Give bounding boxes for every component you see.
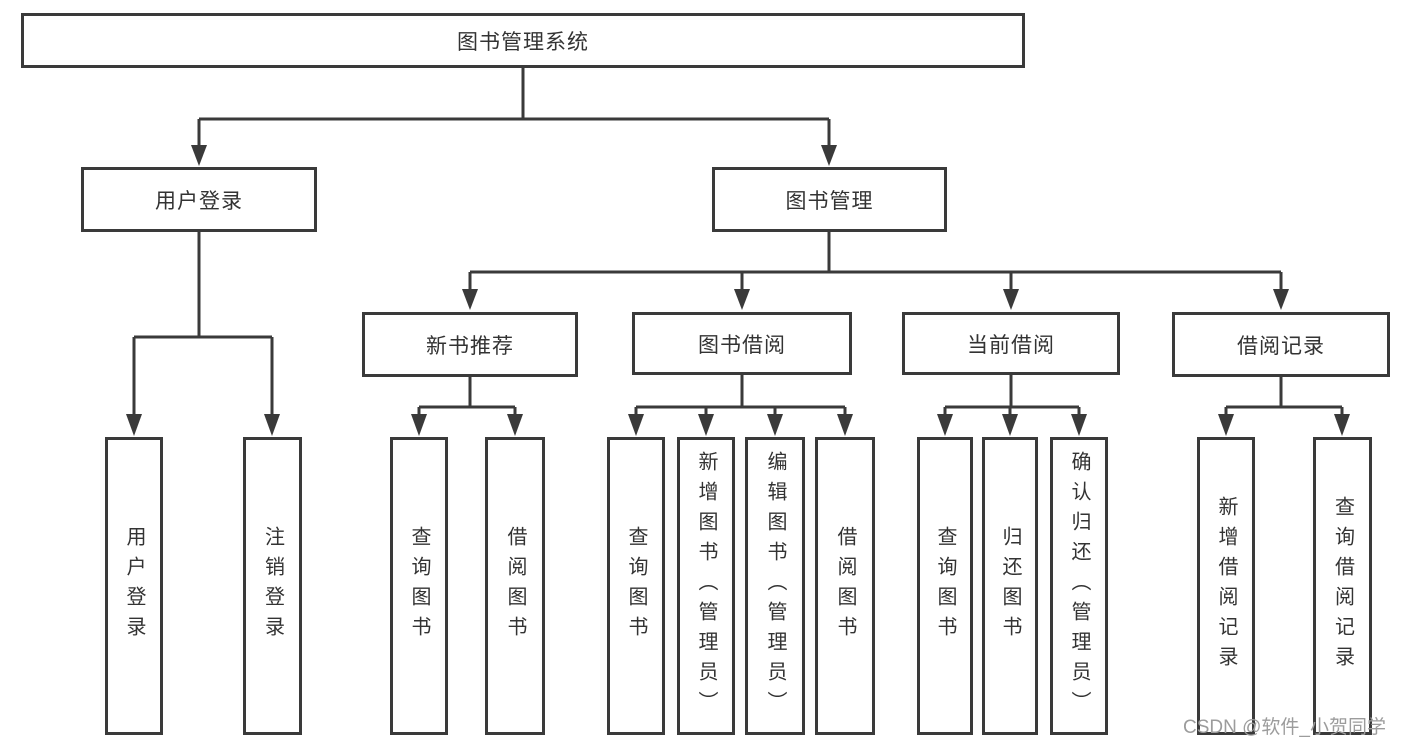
leaf-record-add-record: 新增借阅记录 xyxy=(1197,437,1255,735)
leaf-current-query-book: 查询图书 xyxy=(917,437,973,735)
leaf-logout: 注销登录 xyxy=(243,437,302,735)
leaf-current-confirm-return-admin: 确认归还（管理员） xyxy=(1050,437,1108,735)
leaf-label: 确认归还（管理员） xyxy=(1068,451,1090,721)
leaf-label: 用户登录 xyxy=(123,526,145,646)
leaf-label: 注销登录 xyxy=(261,526,284,646)
leaf-label: 查询图书 xyxy=(934,526,956,646)
node-borrow-record: 借阅记录 xyxy=(1172,312,1390,377)
leaf-borrow-query-book: 查询图书 xyxy=(607,437,665,735)
leaf-borrow-edit-book-admin: 编辑图书（管理员） xyxy=(745,437,805,735)
leaf-label: 借阅图书 xyxy=(834,526,856,646)
connector-current-borrow-children xyxy=(937,375,1087,436)
node-new-book-rec: 新书推荐 xyxy=(362,312,578,377)
leaf-rec-borrow-book: 借阅图书 xyxy=(485,437,545,735)
leaf-label: 新增借阅记录 xyxy=(1215,496,1237,676)
leaf-label: 查询图书 xyxy=(408,526,430,646)
connector-user-login-children xyxy=(126,232,280,436)
connector-borrow-record-children xyxy=(1218,377,1350,436)
leaf-label: 编辑图书（管理员） xyxy=(764,451,786,721)
connector-root-to-level2 xyxy=(191,68,837,166)
connector-book-borrow-children xyxy=(628,375,853,436)
leaf-label: 查询借阅记录 xyxy=(1331,496,1354,676)
leaf-rec-query-book: 查询图书 xyxy=(390,437,448,735)
leaf-record-query-record: 查询借阅记录 xyxy=(1313,437,1372,735)
leaf-label: 借阅图书 xyxy=(504,526,526,646)
leaf-borrow-borrow-book: 借阅图书 xyxy=(815,437,875,735)
node-book-mgmt: 图书管理 xyxy=(712,167,947,232)
leaf-label: 归还图书 xyxy=(999,526,1021,646)
leaf-label: 查询图书 xyxy=(625,526,647,646)
leaf-current-return-book: 归还图书 xyxy=(982,437,1038,735)
leaf-borrow-add-book-admin: 新增图书（管理员） xyxy=(677,437,735,735)
connector-book-mgmt-sections xyxy=(462,232,1289,310)
leaf-user-login: 用户登录 xyxy=(105,437,163,735)
csdn-watermark: CSDN @软件_小贺同学 xyxy=(1183,717,1386,738)
node-current-borrow: 当前借阅 xyxy=(902,312,1120,375)
connector-new-book-children xyxy=(411,377,523,436)
node-root-system: 图书管理系统 xyxy=(21,13,1025,68)
leaf-label: 新增图书（管理员） xyxy=(695,451,717,721)
node-book-borrow: 图书借阅 xyxy=(632,312,852,375)
node-user-login: 用户登录 xyxy=(81,167,317,232)
